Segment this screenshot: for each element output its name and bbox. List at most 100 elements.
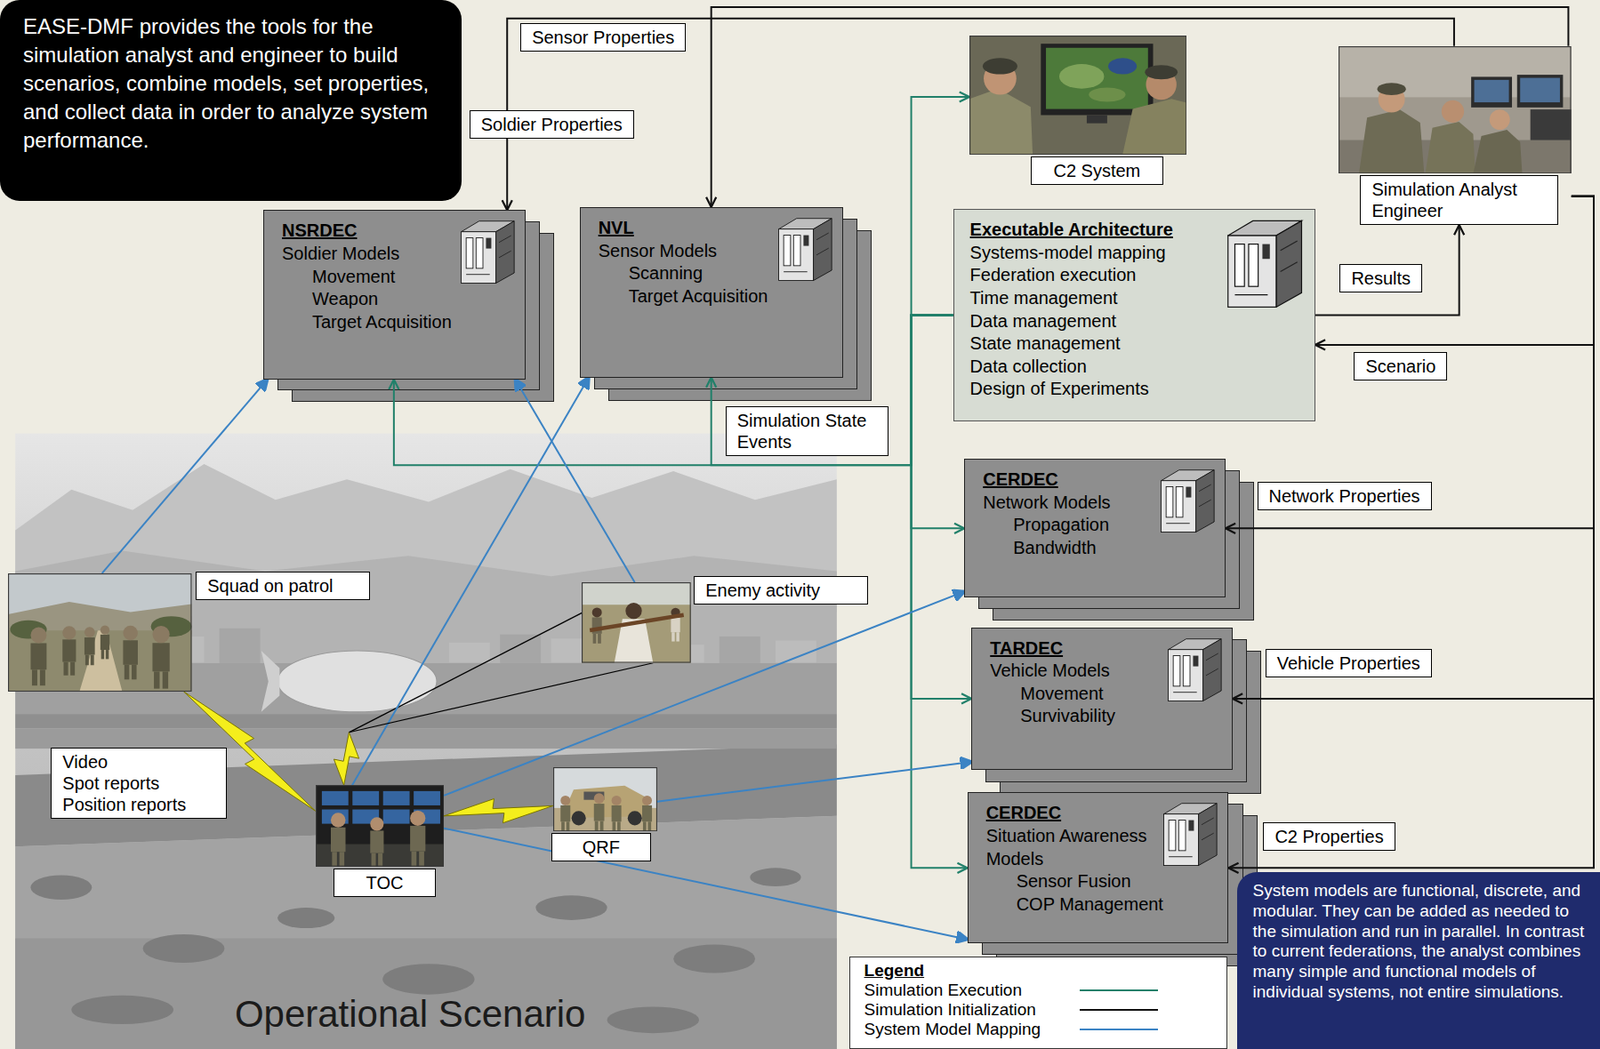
photo-caption: C2 System <box>1042 160 1152 182</box>
photo-node: Squad on patrol <box>8 573 193 692</box>
box-text: Data management <box>970 310 1304 334</box>
photo-node: Simulation Analyst Engineer <box>1338 46 1572 226</box>
photo-caption-box: QRF <box>551 833 652 862</box>
box-text: Design of Experiments <box>970 377 1304 402</box>
photo-illustration <box>315 785 445 868</box>
legend-line-sample <box>1079 1009 1158 1012</box>
server-slot <box>1165 487 1174 518</box>
edge-label: Soldier Properties <box>481 113 623 136</box>
photo-detail <box>627 811 643 826</box>
server-slot <box>1169 820 1177 852</box>
legend-text: System Model Mapping <box>864 1020 1078 1040</box>
server-side <box>1203 638 1223 701</box>
server-slot <box>1262 244 1270 260</box>
person-figure <box>592 608 603 619</box>
server-slot <box>793 234 801 266</box>
photo-caption-box: TOC <box>333 868 436 898</box>
edge-label: Network Properties <box>1269 485 1421 507</box>
person-figure <box>123 626 139 642</box>
model-server-box: NVLSensor ModelsScanningTarget Acquisiti… <box>579 207 844 378</box>
person-figure <box>370 853 376 868</box>
photo-detail <box>1086 115 1108 124</box>
bush <box>749 868 801 887</box>
box-text: Target Acquisition <box>281 311 516 335</box>
person-figure <box>152 626 170 644</box>
server-slot <box>1234 244 1245 288</box>
server-front <box>1228 235 1277 307</box>
person-figure <box>671 632 675 642</box>
server-side <box>1276 221 1303 308</box>
server-slot <box>1189 820 1195 832</box>
person-figure <box>62 639 76 662</box>
person-figure <box>100 635 110 651</box>
person-figure <box>101 650 105 660</box>
server-icon <box>778 217 834 282</box>
server-line <box>816 233 829 241</box>
screen <box>352 791 379 806</box>
box-text: Executable Architecture <box>970 218 1304 242</box>
server-side <box>812 218 832 282</box>
legend-row: Simulation Execution <box>864 980 1214 1001</box>
box-text: Soldier Models <box>281 242 516 266</box>
photo-detail <box>79 630 122 692</box>
person-figure <box>611 805 621 822</box>
person-figure <box>617 821 621 832</box>
connector-line <box>657 762 972 803</box>
server-icon <box>1227 218 1304 308</box>
server-slot <box>783 234 791 266</box>
box-text: TARDEC <box>989 637 1223 661</box>
box-text: Systems-model mapping <box>970 241 1304 266</box>
photo-illustration <box>8 573 193 692</box>
connector <box>506 18 1455 211</box>
model-server-box: TARDECVehicle ModelsMovementSurvivabilit… <box>971 627 1233 772</box>
box-text: Scanning <box>598 262 834 286</box>
box-text: Weapon <box>281 288 516 312</box>
server-slot <box>1179 820 1187 852</box>
person-figure <box>594 820 599 832</box>
server-slot <box>1192 655 1198 667</box>
edge-label-box: C2 Properties <box>1262 822 1395 852</box>
box-text: Survivability <box>989 705 1223 729</box>
server-side <box>1198 804 1218 867</box>
monitor <box>1040 43 1153 115</box>
edge-label: Scenario <box>1365 355 1436 378</box>
photo-frame <box>970 36 1187 155</box>
connector <box>1232 196 1594 700</box>
connector-line <box>1315 225 1460 315</box>
photo-detail <box>581 582 692 664</box>
rifle <box>589 615 684 631</box>
person-figure <box>84 637 96 656</box>
server-line <box>1201 818 1215 826</box>
photo-detail <box>1358 109 1424 174</box>
building <box>719 636 761 664</box>
person-figure <box>329 828 346 853</box>
person-figure <box>599 820 604 832</box>
photo-caption: Enemy activity <box>705 579 857 602</box>
server-slot <box>1185 487 1191 499</box>
ground <box>15 939 837 1049</box>
photo-frame <box>582 583 692 663</box>
person-figure <box>410 852 417 868</box>
photo-detail <box>982 57 1018 74</box>
server-slot <box>485 238 491 250</box>
person-figure <box>410 811 426 827</box>
connector <box>1315 225 1460 315</box>
photo-detail <box>1059 64 1104 89</box>
photo-illustration <box>553 767 658 832</box>
server-side <box>495 221 515 284</box>
person-figure <box>31 627 48 644</box>
server-front <box>460 232 496 284</box>
server-icon <box>1167 637 1223 702</box>
bush <box>607 1006 700 1034</box>
legend-sample <box>1077 1005 1160 1016</box>
person-figure <box>152 643 170 672</box>
connector <box>443 591 965 796</box>
server-line <box>1234 294 1268 296</box>
server-icon <box>1160 468 1216 533</box>
person-figure <box>70 661 75 676</box>
photo-detail <box>969 35 1187 155</box>
photo-illustration <box>1338 46 1572 174</box>
photo-detail <box>969 88 1033 156</box>
photo-node: C2 System <box>969 35 1187 185</box>
